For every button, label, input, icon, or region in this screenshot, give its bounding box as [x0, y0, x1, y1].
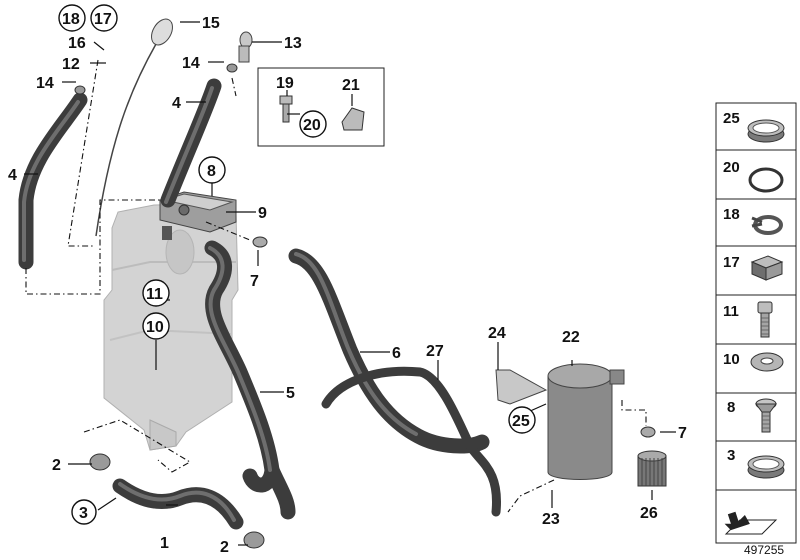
- callout-6: 6: [392, 345, 401, 362]
- foam-pad-icon: [750, 255, 784, 281]
- callout-22: 22: [562, 329, 580, 346]
- callout-7: 7: [678, 425, 687, 442]
- legend-num-3: 3: [727, 447, 735, 464]
- callout-5: 5: [286, 385, 295, 402]
- callout-8: 8: [207, 163, 216, 180]
- callout-18: 18: [62, 11, 80, 28]
- callout-15: 15: [202, 15, 220, 32]
- callout-10-circle: [142, 312, 170, 340]
- legend-num-11: 11: [723, 303, 739, 320]
- callout-20-circle: [299, 110, 327, 138]
- callout-14: 14: [182, 55, 200, 72]
- callout-3-circle: [71, 499, 97, 525]
- legend-num-10: 10: [723, 351, 740, 368]
- callout-19: 19: [276, 75, 294, 92]
- assembly-lines: [25, 59, 647, 513]
- legend-num-17: 17: [723, 254, 740, 271]
- callout-17: 17: [94, 11, 112, 28]
- callout-12: 12: [62, 56, 80, 73]
- callout-9: 9: [258, 205, 267, 222]
- fittings: [74, 18, 656, 549]
- callout-14: 14: [36, 75, 54, 92]
- hoses: [18, 78, 502, 530]
- callout-25-circle: [508, 406, 536, 434]
- callout-4: 4: [8, 167, 17, 184]
- leader-lines: [24, 21, 676, 546]
- callout-21: 21: [342, 77, 360, 94]
- legend-num-20: 20: [723, 159, 740, 176]
- tank-cap-block: [159, 191, 237, 240]
- reference-number: 497255: [744, 543, 784, 557]
- expansion-tank: [103, 203, 239, 451]
- callout-2: 2: [52, 457, 61, 474]
- callout-26: 26: [640, 505, 658, 522]
- hose-clamp-icon: [747, 455, 785, 479]
- bolt-icon: [757, 301, 773, 338]
- callout-23: 23: [542, 511, 560, 528]
- countersunk-screw-icon: [755, 398, 777, 433]
- callout-10: 10: [146, 319, 164, 336]
- callout-27: 27: [426, 343, 444, 360]
- callout-17-circle: [90, 4, 118, 32]
- canister: [495, 363, 625, 480]
- legend-num-8: 8: [727, 399, 735, 416]
- callout-7: 7: [250, 273, 259, 290]
- hose-clamp-icon: [747, 119, 785, 143]
- callout-8-circle: [198, 156, 226, 184]
- callout-25: 25: [512, 413, 530, 430]
- legend-num-18: 18: [723, 206, 740, 223]
- callout-16: 16: [68, 35, 86, 52]
- callout-11: 11: [146, 286, 163, 303]
- callout-18-circle: [58, 4, 86, 32]
- callout-3: 3: [79, 505, 88, 522]
- callout-20: 20: [303, 117, 321, 134]
- callout-2: 2: [220, 539, 229, 556]
- callout-13: 13: [284, 35, 302, 52]
- legend-panel: 25 20 18 17 11 10: [715, 102, 797, 544]
- o-ring-icon: [748, 167, 784, 193]
- filter-element: [637, 450, 667, 487]
- callouts: 1 2 2 3 4 4 5 6 7 7 8 9 10 11 12 13 14 1…: [8, 4, 687, 556]
- callout-24: 24: [488, 325, 506, 342]
- callout-11-circle: [142, 279, 170, 307]
- legend-num-25: 25: [723, 110, 740, 127]
- washer-icon: [750, 352, 784, 372]
- callout-1: 1: [160, 535, 169, 552]
- orientation-arrow-icon: [724, 511, 778, 535]
- spring-clip-icon: [751, 215, 783, 235]
- callout-4: 4: [172, 95, 181, 112]
